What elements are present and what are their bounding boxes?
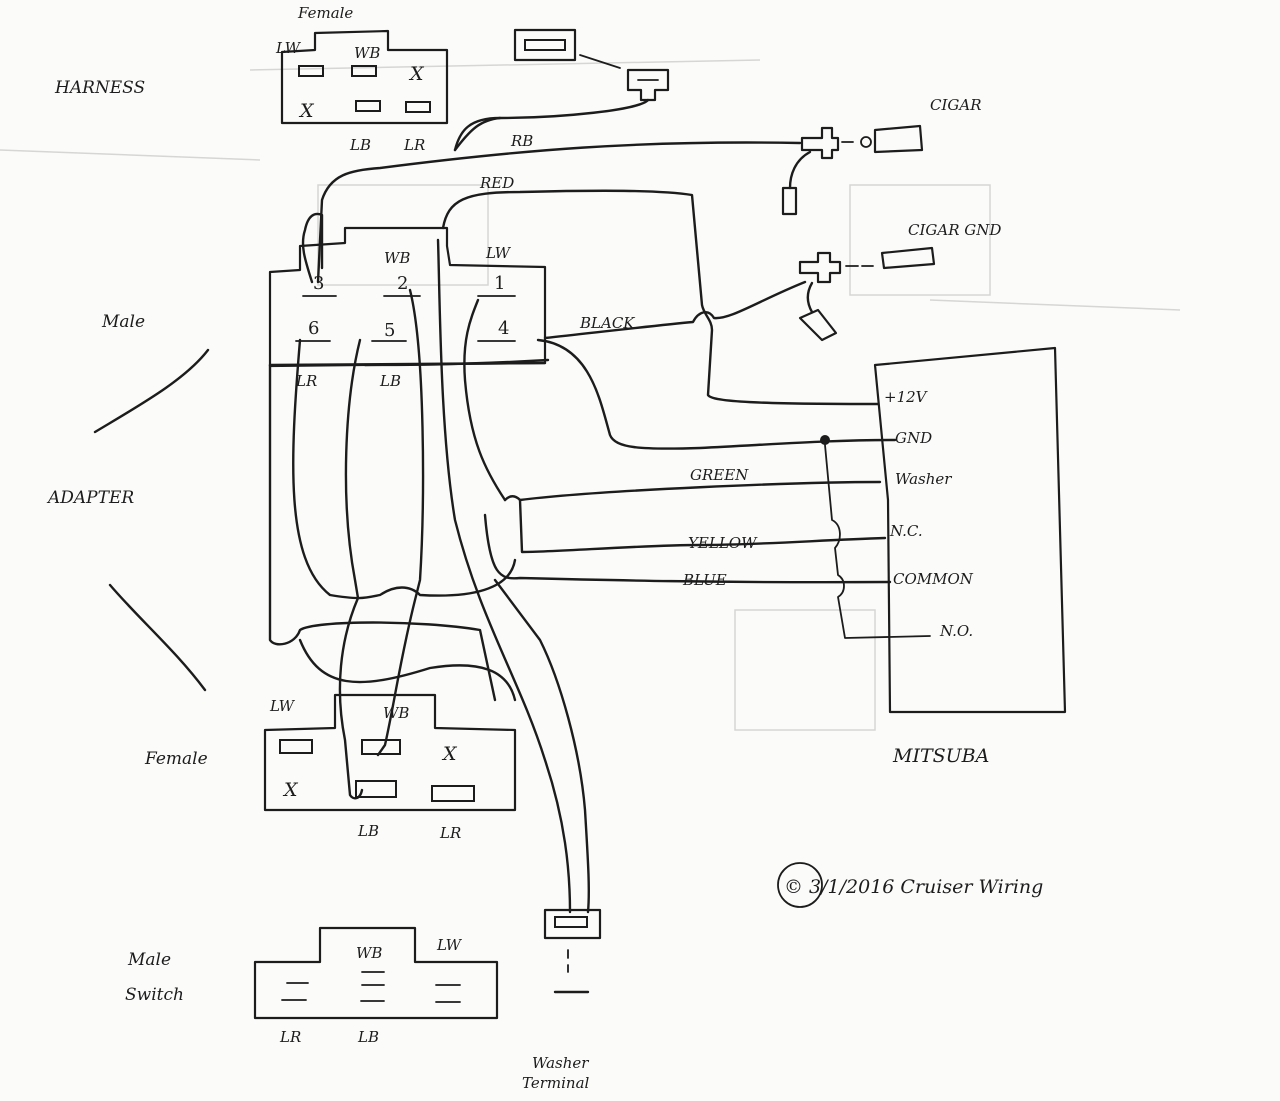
female-top-label-lw: LW — [269, 697, 296, 715]
wire-red-label: RED — [479, 174, 514, 192]
harness-blank-pin-1: X — [408, 63, 425, 85]
harness-pin-lw-label: LW — [275, 39, 302, 57]
harness-blank-pin-2: X — [298, 100, 315, 122]
switch-top-label-wb: WB — [356, 944, 382, 962]
adapter-male-connector: WB LW 3 2 1 6 5 4 LR LB — [268, 226, 547, 390]
male-pin-5: 5 — [384, 320, 395, 341]
cigar-gnd-label: CIGAR GND — [908, 221, 1001, 239]
male-bottom-label-lr: LR — [295, 372, 317, 390]
adapter-bracket-top — [93, 348, 210, 434]
female-bottom-label-lr: LR — [439, 824, 461, 842]
wire-green: GREEN — [503, 466, 882, 502]
female-label: Female — [144, 749, 208, 769]
cigar-gnd-connector: CIGAR GND — [798, 221, 1001, 342]
adapter-label: ADAPTER — [46, 488, 134, 508]
wire-black-label: BLACK — [579, 314, 635, 332]
harness-label: HARNESS — [54, 78, 145, 98]
paper-ghost-marks — [0, 59, 1181, 731]
mitsuba-label: MITSUBA — [892, 745, 989, 767]
wire-red: RED — [441, 174, 880, 406]
male-pin-2: 2 — [397, 273, 408, 294]
male-top-label-lw: LW — [485, 244, 512, 262]
wire-green-label: GREEN — [690, 466, 749, 484]
terminal-gnd: GND — [895, 429, 932, 447]
wire-black: BLACK — [543, 280, 807, 340]
harness-female-title: Female — [297, 4, 353, 22]
cigar-connector: CIGAR — [781, 96, 982, 216]
terminal-nc: N.C. — [889, 522, 923, 540]
male-pin-3: 3 — [313, 273, 324, 294]
harness-female-connector: Female LW WB X X LB LR — [275, 4, 449, 154]
male-switch-label-1: Male — [127, 950, 171, 970]
male-switch-label-2: Switch — [125, 985, 184, 1005]
wire-blue-label: BLUE — [682, 571, 727, 589]
fuse-connector — [453, 28, 670, 152]
harness-pin-wb-label: WB — [354, 44, 380, 62]
male-pin-1: 1 — [494, 273, 505, 294]
cigar-label: CIGAR — [930, 96, 982, 114]
switch-bottom-label-lr: LR — [279, 1028, 301, 1046]
adapter-bracket-bottom — [108, 583, 207, 692]
switch-bottom-label-lb: LB — [357, 1028, 379, 1046]
gnd-junction-dot — [820, 435, 830, 445]
female-blank-pin-2: X — [282, 779, 299, 801]
mitsuba-module: +12V GND Washer N.C. COMMON N.O. MITSUBA — [873, 346, 1067, 767]
male-bottom-label-lb: LB — [379, 372, 401, 390]
wire-gnd — [536, 338, 931, 639]
terminal-common: COMMON — [893, 570, 974, 588]
wire-rb: RB — [316, 116, 802, 284]
terminal-washer: Washer — [895, 470, 952, 488]
switch-top-label-lw: LW — [436, 936, 463, 954]
wire-blue: BLUE — [483, 513, 892, 589]
adapter-internal-wires — [268, 212, 591, 914]
male-label: Male — [101, 312, 145, 332]
washer-terminal-label-1: Washer — [532, 1054, 589, 1072]
wire-yellow-label: YELLOW — [688, 534, 758, 552]
female-bottom-label-lb: LB — [357, 822, 379, 840]
male-pin-4: 4 — [498, 318, 509, 339]
signature-block: © 3/1/2016 Cruiser Wiring — [777, 862, 1043, 908]
male-pin-6: 6 — [308, 318, 319, 339]
harness-pin-lr-label: LR — [403, 136, 425, 154]
terminal-12v: +12V — [884, 388, 929, 406]
female-blank-pin-1: X — [441, 743, 458, 765]
terminal-no: N.O. — [939, 622, 973, 640]
harness-pin-lb-label: LB — [349, 136, 371, 154]
wire-yellow: YELLOW — [518, 498, 887, 554]
washer-terminal-label-2: Terminal — [522, 1074, 590, 1092]
copyright-text: © 3/1/2016 Cruiser Wiring — [784, 876, 1043, 898]
female-top-label-wb: WB — [383, 704, 409, 722]
wire-rb-label: RB — [510, 132, 533, 150]
switch-male-connector: WB LW LR LB — [253, 926, 499, 1046]
male-top-label-wb: WB — [384, 249, 410, 267]
washer-terminal: Washer Terminal — [522, 908, 602, 1092]
